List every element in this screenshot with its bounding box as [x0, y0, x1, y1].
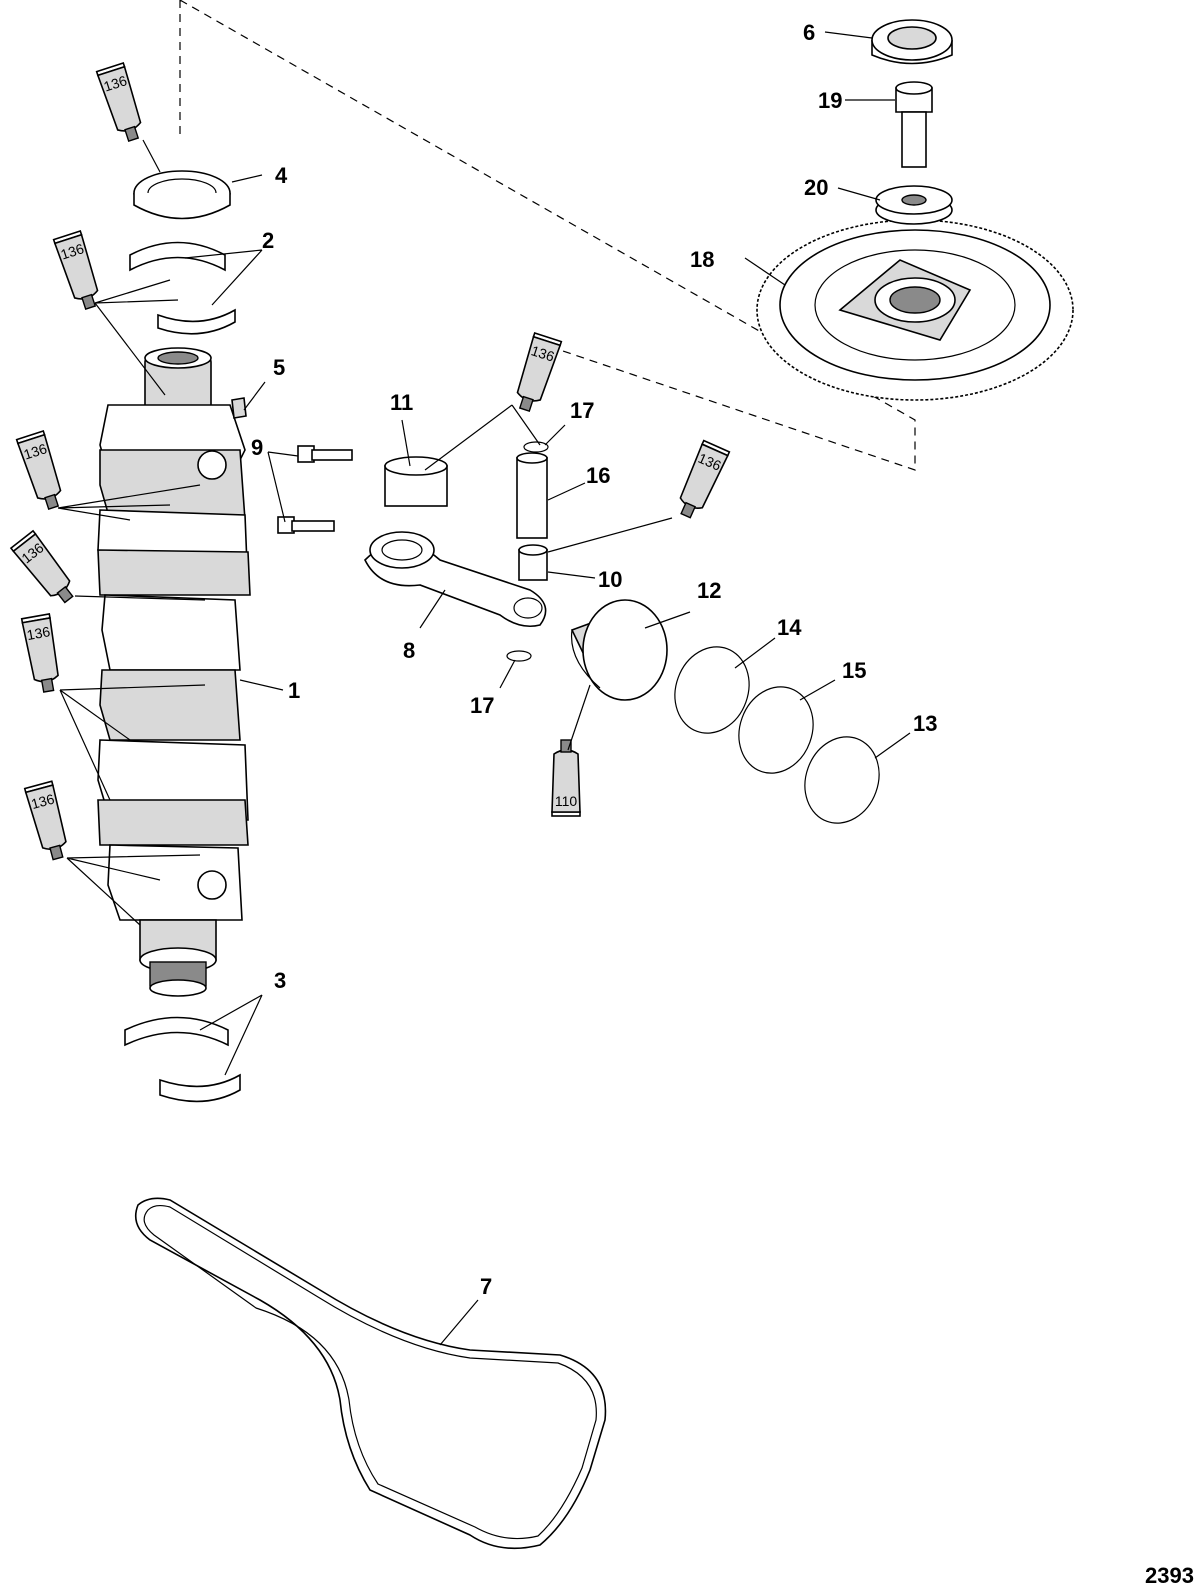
callout-12: 12: [697, 578, 721, 603]
flywheel-washer: [875, 185, 953, 225]
callout-18: 18: [690, 247, 714, 272]
callout-14: 14: [777, 615, 802, 640]
lubricant-tube-136-g: 136: [510, 332, 563, 415]
figure-number: 2393: [1145, 1563, 1194, 1588]
piston-ring-second: [738, 686, 814, 774]
piston-pin: [516, 452, 548, 539]
piston: [570, 599, 668, 701]
callout-7: 7: [480, 1274, 492, 1299]
callout-10: 10: [598, 567, 622, 592]
callout-16: 16: [586, 463, 610, 488]
callout-13: 13: [913, 711, 937, 736]
lower-main-bearing-halves: [124, 1016, 241, 1103]
svg-text:136: 136: [29, 791, 56, 813]
woodruff-key: [231, 397, 247, 419]
serpentine-belt: [134, 1197, 607, 1550]
callout-1: 1: [288, 678, 300, 703]
lubricant-tube-110: 110: [551, 739, 581, 817]
lubricant-tube-136-f: 136: [23, 780, 73, 863]
callout-3: 3: [274, 968, 286, 993]
flywheel: [756, 219, 1074, 401]
svg-text:136: 136: [102, 72, 129, 95]
callout-11: 11: [390, 390, 413, 415]
callout-9: 9: [251, 435, 263, 460]
lubricant-tube-136-c: 136: [15, 430, 68, 513]
callout-2: 2: [262, 228, 274, 253]
callout-20: 20: [804, 175, 828, 200]
upper-main-bearing-halves: [129, 241, 236, 335]
connecting-rod-bolts: [277, 445, 353, 534]
pin-retaining-ring-lower: [506, 650, 532, 662]
flywheel-cap: [871, 19, 953, 65]
svg-text:136: 136: [59, 240, 86, 263]
connecting-rod: [364, 531, 547, 628]
svg-text:110: 110: [555, 793, 578, 809]
callout-4: 4: [275, 163, 288, 188]
svg-text:136: 136: [22, 440, 49, 463]
svg-text:136: 136: [26, 623, 52, 643]
callout-8: 8: [403, 638, 415, 663]
flywheel-bolt: [895, 81, 933, 168]
callout-6: 6: [803, 20, 815, 45]
lubricant-tube-136-b: 136: [52, 230, 105, 313]
rod-bearing: [384, 456, 448, 507]
lubricant-tube-136-d: 136: [10, 530, 81, 609]
lubricant-tube-136-e: 136: [20, 613, 64, 695]
callout-19: 19: [818, 88, 842, 113]
leader-lines: [57, 31, 911, 1346]
callout-17-lower: 17: [470, 693, 494, 718]
callout-15: 15: [842, 658, 866, 683]
piston-ring-top: [674, 646, 750, 734]
pin-retaining-ring-upper: [523, 441, 549, 453]
lubricant-tube-136-h: 136: [672, 439, 731, 523]
piston-pin-bushing: [518, 544, 548, 581]
crankshaft-seal: [133, 170, 231, 220]
piston-ring-oil: [804, 736, 880, 824]
svg-text:136: 136: [529, 342, 556, 365]
callout-5: 5: [273, 355, 285, 380]
callout-17-upper: 17: [570, 398, 594, 423]
lubricant-tube-136-a: 136: [95, 62, 148, 145]
assembly-dashed-line: [179, 0, 916, 471]
crankshaft: [97, 347, 251, 997]
